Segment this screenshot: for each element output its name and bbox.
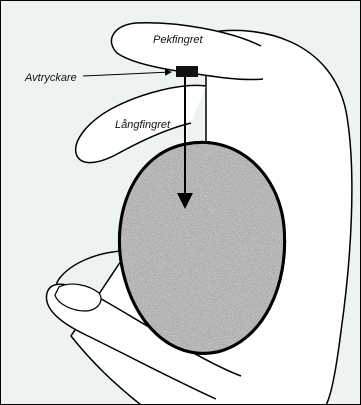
label-pekfingret: Pekfingret [153, 34, 203, 46]
label-avtryckare: Avtryckare [24, 72, 77, 84]
trigger [176, 66, 198, 77]
label-langfingret: Långfingret [115, 119, 171, 131]
arrow-right-icon [83, 72, 171, 76]
